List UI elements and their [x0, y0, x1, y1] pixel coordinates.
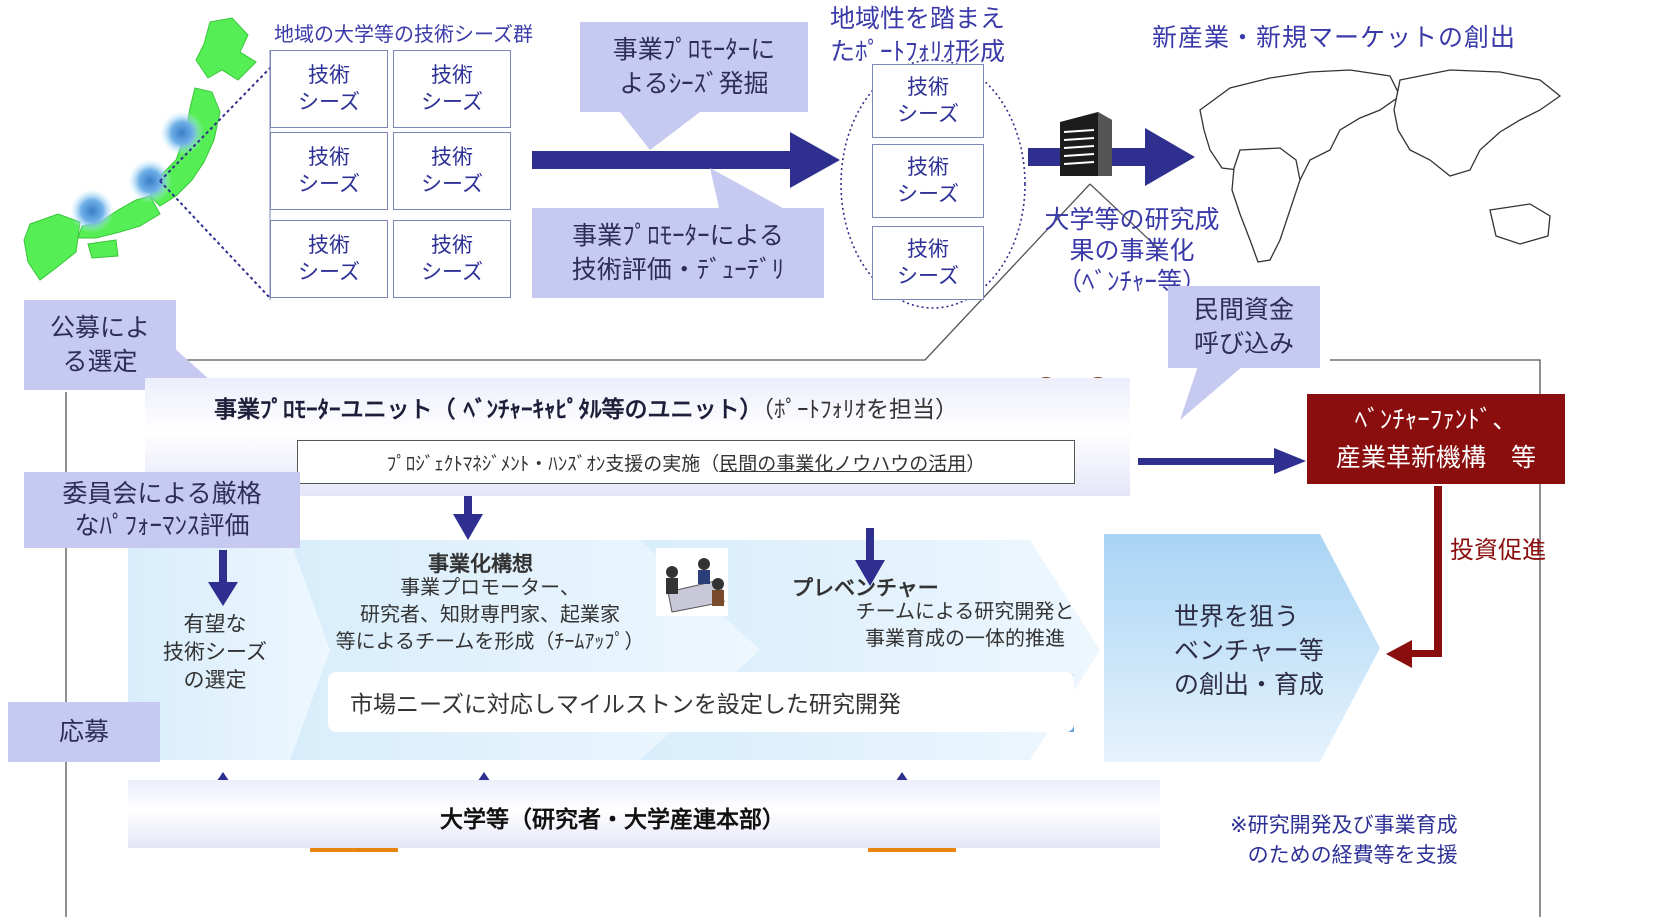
biz-concept-title: 事業化構想 — [428, 552, 533, 576]
seed-box: 技術 シーズ — [393, 132, 511, 210]
milestone-bar: 市場ニーズに対応しマイルストンを設定した研究開発 — [328, 672, 1074, 732]
seed-box: 技術 シーズ — [393, 50, 511, 128]
main-flow-arrow — [532, 132, 840, 188]
promoter-unit-title-rest: （ﾎﾟｰﾄﾌｫﾘｵを担当） — [762, 397, 959, 423]
chevron-world-venture — [1104, 534, 1380, 762]
promoter-unit-title: 事業ﾌﾟﾛﾓｰﾀｰユニット（ ﾍﾞﾝﾁｬｰｷｬﾋﾟﾀﾙ等のユニット）（ﾎﾟｰﾄﾌ… — [214, 390, 958, 424]
selection-label: 有望な 技術シーズ の選定 — [163, 612, 267, 692]
chevron-selection — [128, 540, 330, 760]
project-management-box: ﾌﾟﾛｼﾞｪｸﾄﾏﾈｼﾞﾒﾝﾄ・ﾊﾝｽﾞｵﾝ支援の実施（民間の事業化ノウハウの活… — [297, 440, 1075, 484]
public-selection-callout: 公募によ る選定 — [24, 300, 176, 390]
support-note: ※研究開発及び事業育成 のための経費等を支援 — [1230, 813, 1458, 867]
seed-box: 技術 シーズ — [270, 132, 388, 210]
milestone-text: 市場ニーズに対応しマイルストンを設定した研究開発 — [350, 692, 901, 718]
promoter-evaluation-callout: 事業ﾌﾟﾛﾓｰﾀｰによる 技術評価・ﾃﾞｭｰﾃﾞﾘ — [532, 208, 824, 298]
promoter-unit-title-bold: 事業ﾌﾟﾛﾓｰﾀｰユニット（ ﾍﾞﾝﾁｬｰｷｬﾋﾟﾀﾙ等のユニット） — [214, 397, 763, 423]
portfolio-seed-box: 技術 シーズ — [872, 144, 984, 218]
investment-label: 投資促進 — [1450, 536, 1546, 564]
venture-fund-box: ﾍﾞﾝﾁｬｰﾌｧﾝﾄﾞ、 産業革新機構 等 — [1307, 394, 1565, 484]
building-icon — [1060, 112, 1112, 176]
seed-box: 技術 シーズ — [270, 220, 388, 298]
commercialization-label: 大学等の研究成 果の事業化 （ﾍﾞﾝﾁｬｰ等） — [1044, 205, 1220, 296]
portfolio-ellipse — [840, 59, 1026, 309]
japan-map — [23, 17, 257, 281]
university-band — [128, 780, 1160, 848]
preventure-title: プレベンチャー — [792, 576, 939, 600]
university-label: 大学等（研究者・大学産連本部） — [440, 807, 785, 833]
biz-concept-body: 事業プロモーター、 研究者、知財専門家、起業家 等によるチームを形成（ﾁｰﾑｱｯ… — [335, 575, 645, 653]
preventure-body: チームによる研究開発と 事業育成の一体的推進 — [855, 599, 1075, 650]
world-venture-label: 世界を狙う ベンチャー等 の創出・育成 — [1174, 602, 1325, 699]
pm-text-a: ﾌﾟﾛｼﾞｪｸﾄﾏﾈｼﾞﾒﾝﾄ・ﾊﾝｽﾞｵﾝ支援の実施（ — [386, 452, 720, 475]
private-funds-callout: 民間資金 呼び込み — [1168, 286, 1320, 368]
seed-box: 技術 シーズ — [393, 220, 511, 298]
portfolio-seed-box: 技術 シーズ — [872, 226, 984, 300]
committee-callout: 委員会による厳格 なﾊﾟﾌｫｰﾏﾝｽ評価 — [24, 472, 300, 548]
portfolio-title: 地域性を踏まえ たﾎﾟｰﾄﾌｫﾘｵ形成 — [830, 4, 1006, 66]
portfolio-seed-box: 技術 シーズ — [872, 64, 984, 138]
new-industry-label: 新産業・新規マーケットの創出 — [1152, 23, 1517, 52]
pm-text-c: ） — [966, 452, 986, 475]
apply-callout: 応募 — [8, 702, 160, 762]
seed-box: 技術 シーズ — [270, 50, 388, 128]
map-caption: 地域の大学等の技術シーズ群 — [274, 22, 533, 46]
pm-text-b: 民間の事業化ノウハウの活用 — [719, 452, 967, 475]
world-map — [1199, 69, 1562, 263]
promoter-discovery-callout: 事業ﾌﾟﾛﾓｰﾀｰに よるｼｰｽﾞ発掘 — [580, 22, 808, 112]
meeting-icon — [656, 548, 728, 616]
